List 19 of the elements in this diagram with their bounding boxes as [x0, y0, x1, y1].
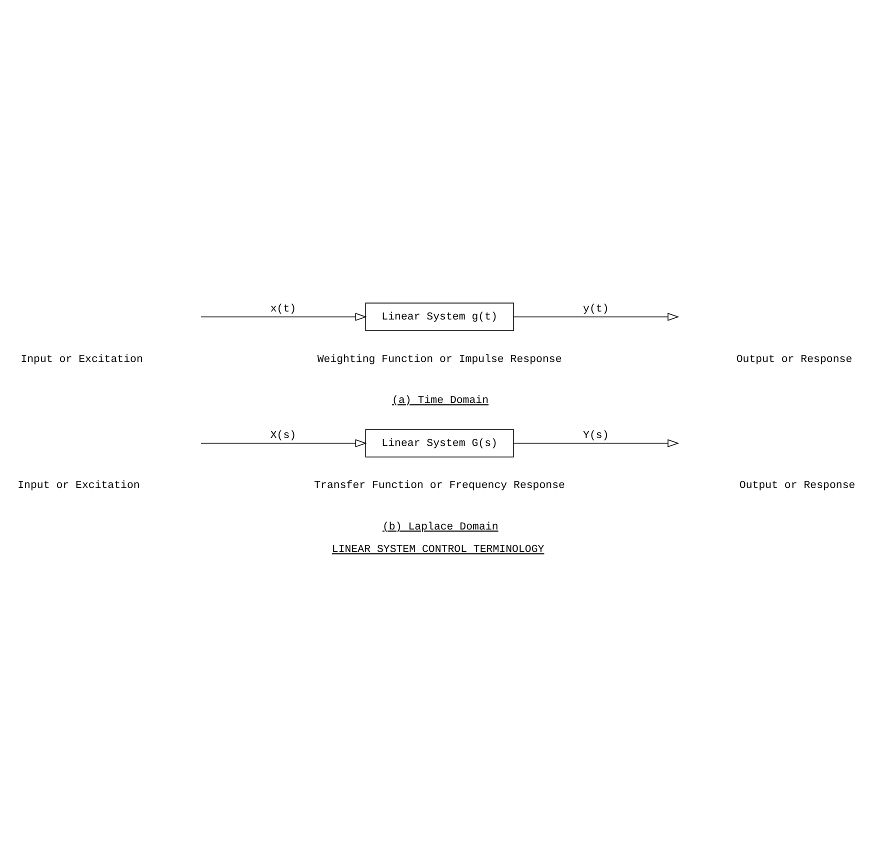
- arrow: [200, 438, 367, 447]
- label: Output or Response: [736, 353, 852, 366]
- node-label: Weighting Function or Impulse Response: [317, 353, 562, 366]
- label: (a) Time Domain: [392, 394, 489, 407]
- arrow: [513, 438, 680, 447]
- node-label: Transfer Function or Frequency Response: [314, 480, 565, 492]
- label: (b) Laplace Domain: [382, 521, 498, 534]
- label: Input or Excitation: [18, 480, 140, 492]
- node-box: Linear System g(t): [365, 302, 514, 331]
- node-box: Linear System G(s): [365, 428, 514, 457]
- label: Output or Response: [739, 480, 856, 492]
- arrow: [200, 312, 367, 320]
- label: Input or Excitation: [20, 353, 143, 366]
- diagram-title: LINEAR SYSTEM CONTROL TERMINOLOGY: [332, 544, 544, 556]
- edge-label: y(t): [583, 303, 609, 316]
- arrow: [513, 312, 680, 320]
- edge-label: Y(s): [583, 430, 609, 442]
- edge-label: x(t): [270, 303, 296, 316]
- edge-label: X(s): [270, 430, 296, 442]
